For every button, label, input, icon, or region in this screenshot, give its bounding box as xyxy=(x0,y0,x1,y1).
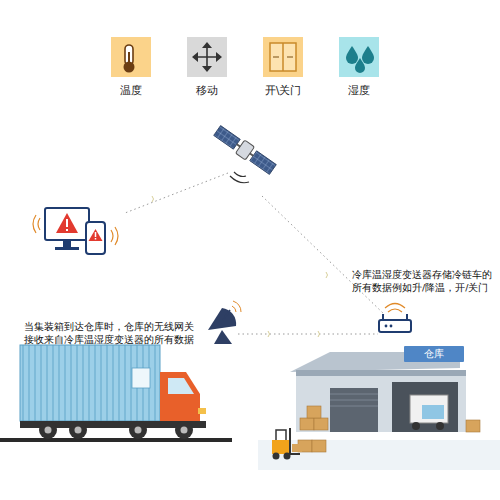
icon-tile: 开\关门 xyxy=(249,37,317,97)
satellite xyxy=(213,124,278,176)
warehouse-sign: 仓库 xyxy=(404,346,464,362)
warehouse xyxy=(258,352,500,470)
truck xyxy=(0,345,232,442)
icon-label: 温度 xyxy=(97,84,165,97)
signal-ticks xyxy=(152,196,328,337)
satellite-dish xyxy=(208,301,241,344)
sign-label: 仓库 xyxy=(424,348,444,360)
wireless-gateway xyxy=(379,304,411,333)
satellite-signal xyxy=(230,172,249,183)
note-text: 冷库温湿度变送器存储冷链车的所有数据例如升/降温，开/关门 xyxy=(352,268,492,294)
icon-tiles xyxy=(111,37,379,77)
icon-label: 移动 xyxy=(173,84,241,97)
dotted-links xyxy=(125,173,385,334)
icon-tile: 移动 xyxy=(173,37,241,97)
icon-tile: 湿度 xyxy=(325,37,393,97)
forklift xyxy=(272,428,302,460)
note-text: 当集装箱到达仓库时，仓库的无线网关接收来自冷库温湿度变送器的所有数据 xyxy=(24,320,202,346)
alert-devices xyxy=(33,208,118,254)
icon-label: 开\关门 xyxy=(249,84,317,97)
icon-label: 湿度 xyxy=(325,84,393,97)
icon-tile: 温度 xyxy=(97,37,165,97)
